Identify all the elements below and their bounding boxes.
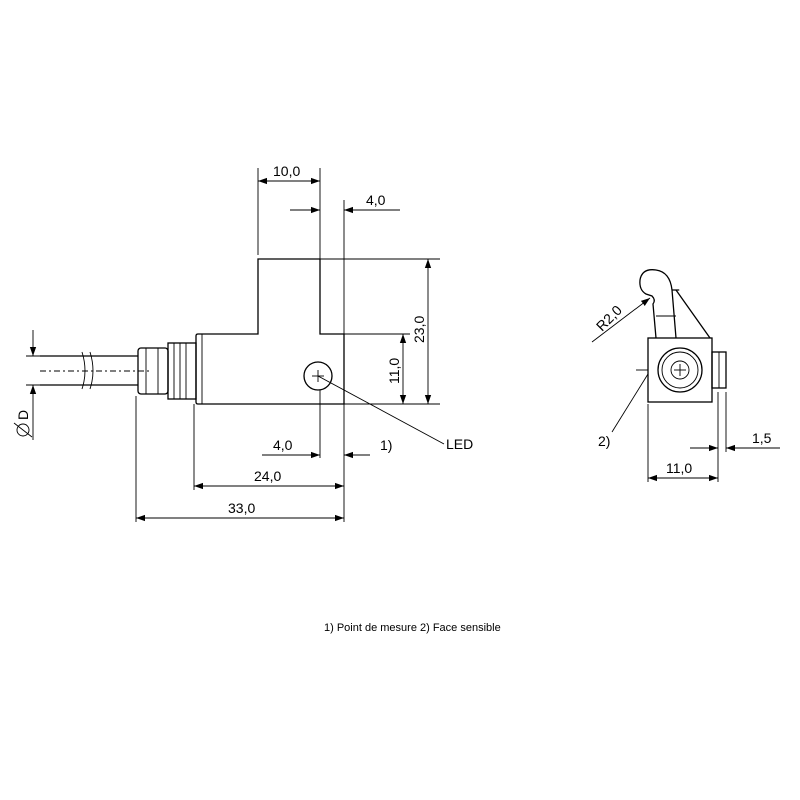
dim-offset-bottom: 4,0 [273,437,293,453]
dim-diameter-label: D [15,410,31,420]
mounting-hook [639,269,711,339]
side-body [636,337,727,403]
dim-side-offset: 1,5 [752,430,772,446]
dim-diameter: D [13,410,33,438]
side-view: R2,0 11,0 1,5 2) [591,269,780,482]
cable [40,351,150,390]
footnote: 1) Point de mesure 2) Face sensible [324,622,501,634]
callout-1: 1) [380,437,392,453]
dim-length-body: 24,0 [254,468,281,484]
dim-height-total: 23,0 [411,316,427,343]
dimension-lines [29,177,445,522]
extension-lines [26,168,440,522]
led-label: LED [446,436,473,452]
front-view: 10,0 4,0 23,0 11,0 4,0 24,0 33,0 D 1) LE… [13,163,473,522]
dim-height-body: 11,0 [386,358,402,384]
led-window [303,361,333,391]
sensor-housing [195,258,345,405]
dim-length-total: 33,0 [228,500,255,516]
connector [137,342,197,400]
dim-side-width: 11,0 [666,460,692,476]
dim-offset-top: 4,0 [366,192,386,208]
callout-2: 2) [598,433,610,449]
dim-width-top: 10,0 [273,163,300,179]
